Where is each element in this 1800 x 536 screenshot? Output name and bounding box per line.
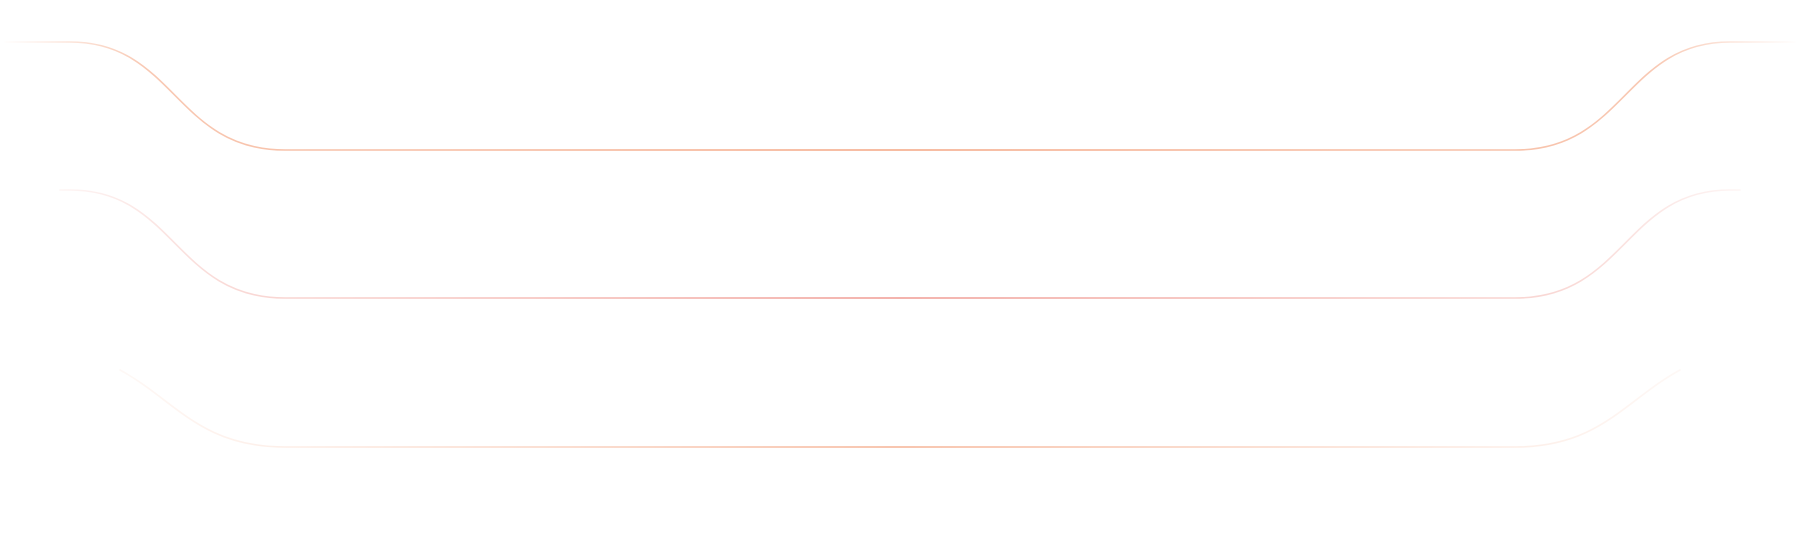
wave-line-bottom <box>119 369 1681 448</box>
wave-line-top <box>4 41 1796 151</box>
wave-line-middle <box>59 189 1741 299</box>
